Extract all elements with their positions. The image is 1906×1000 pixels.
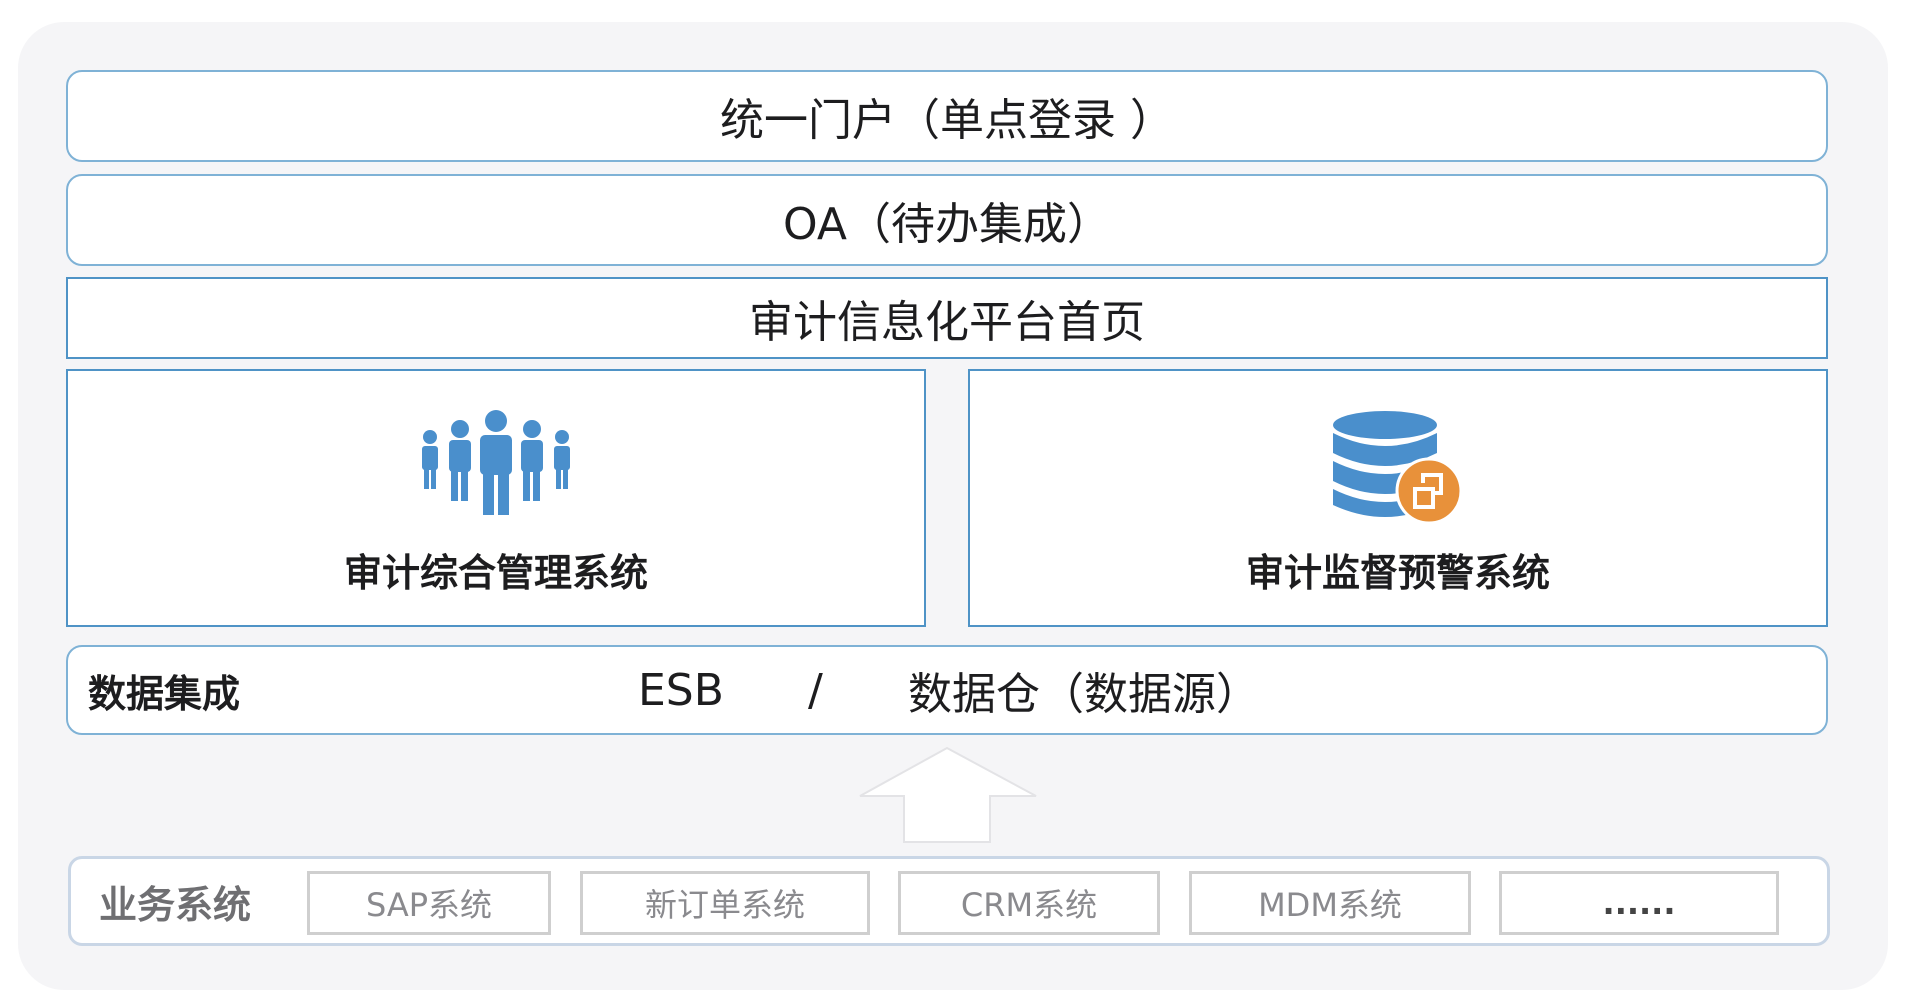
business-systems-layer: 业务系统 SAP系统 新订单系统 CRM系统 MDM系统 ......: [68, 856, 1830, 946]
data-warehouse-label: 数据仓（数据源）: [908, 669, 1260, 720]
homepage-layer: 审计信息化平台首页: [66, 277, 1828, 359]
esb-label: ESB: [638, 664, 724, 716]
warning-system-panel: 审计监督预警系统: [968, 369, 1828, 627]
database-copy-icon: [1333, 411, 1463, 525]
warning-system-title: 审计监督预警系统: [1245, 551, 1550, 595]
business-system-item: SAP系统: [307, 871, 551, 935]
data-integration-layer: 数据集成 ESB / 数据仓（数据源）: [66, 645, 1828, 735]
business-system-item: 新订单系统: [580, 871, 870, 935]
people-group-icon: [422, 410, 570, 515]
portal-label: 统一门户（单点登录 ）: [720, 95, 1174, 146]
management-system-panel: 审计综合管理系统: [66, 369, 926, 627]
business-systems-title: 业务系统: [99, 882, 252, 927]
business-system-item: ......: [1499, 871, 1779, 935]
management-system-title: 审计综合管理系统: [343, 551, 648, 595]
data-integration-title: 数据集成: [88, 671, 241, 716]
oa-label: OA（待办集成）: [783, 199, 1111, 250]
business-system-item: MDM系统: [1189, 871, 1471, 935]
portal-layer: 统一门户（单点登录 ）: [66, 70, 1828, 162]
homepage-label: 审计信息化平台首页: [749, 297, 1145, 348]
oa-layer: OA（待办集成）: [66, 174, 1828, 266]
business-system-item: CRM系统: [898, 871, 1160, 935]
separator-label: /: [808, 664, 823, 716]
